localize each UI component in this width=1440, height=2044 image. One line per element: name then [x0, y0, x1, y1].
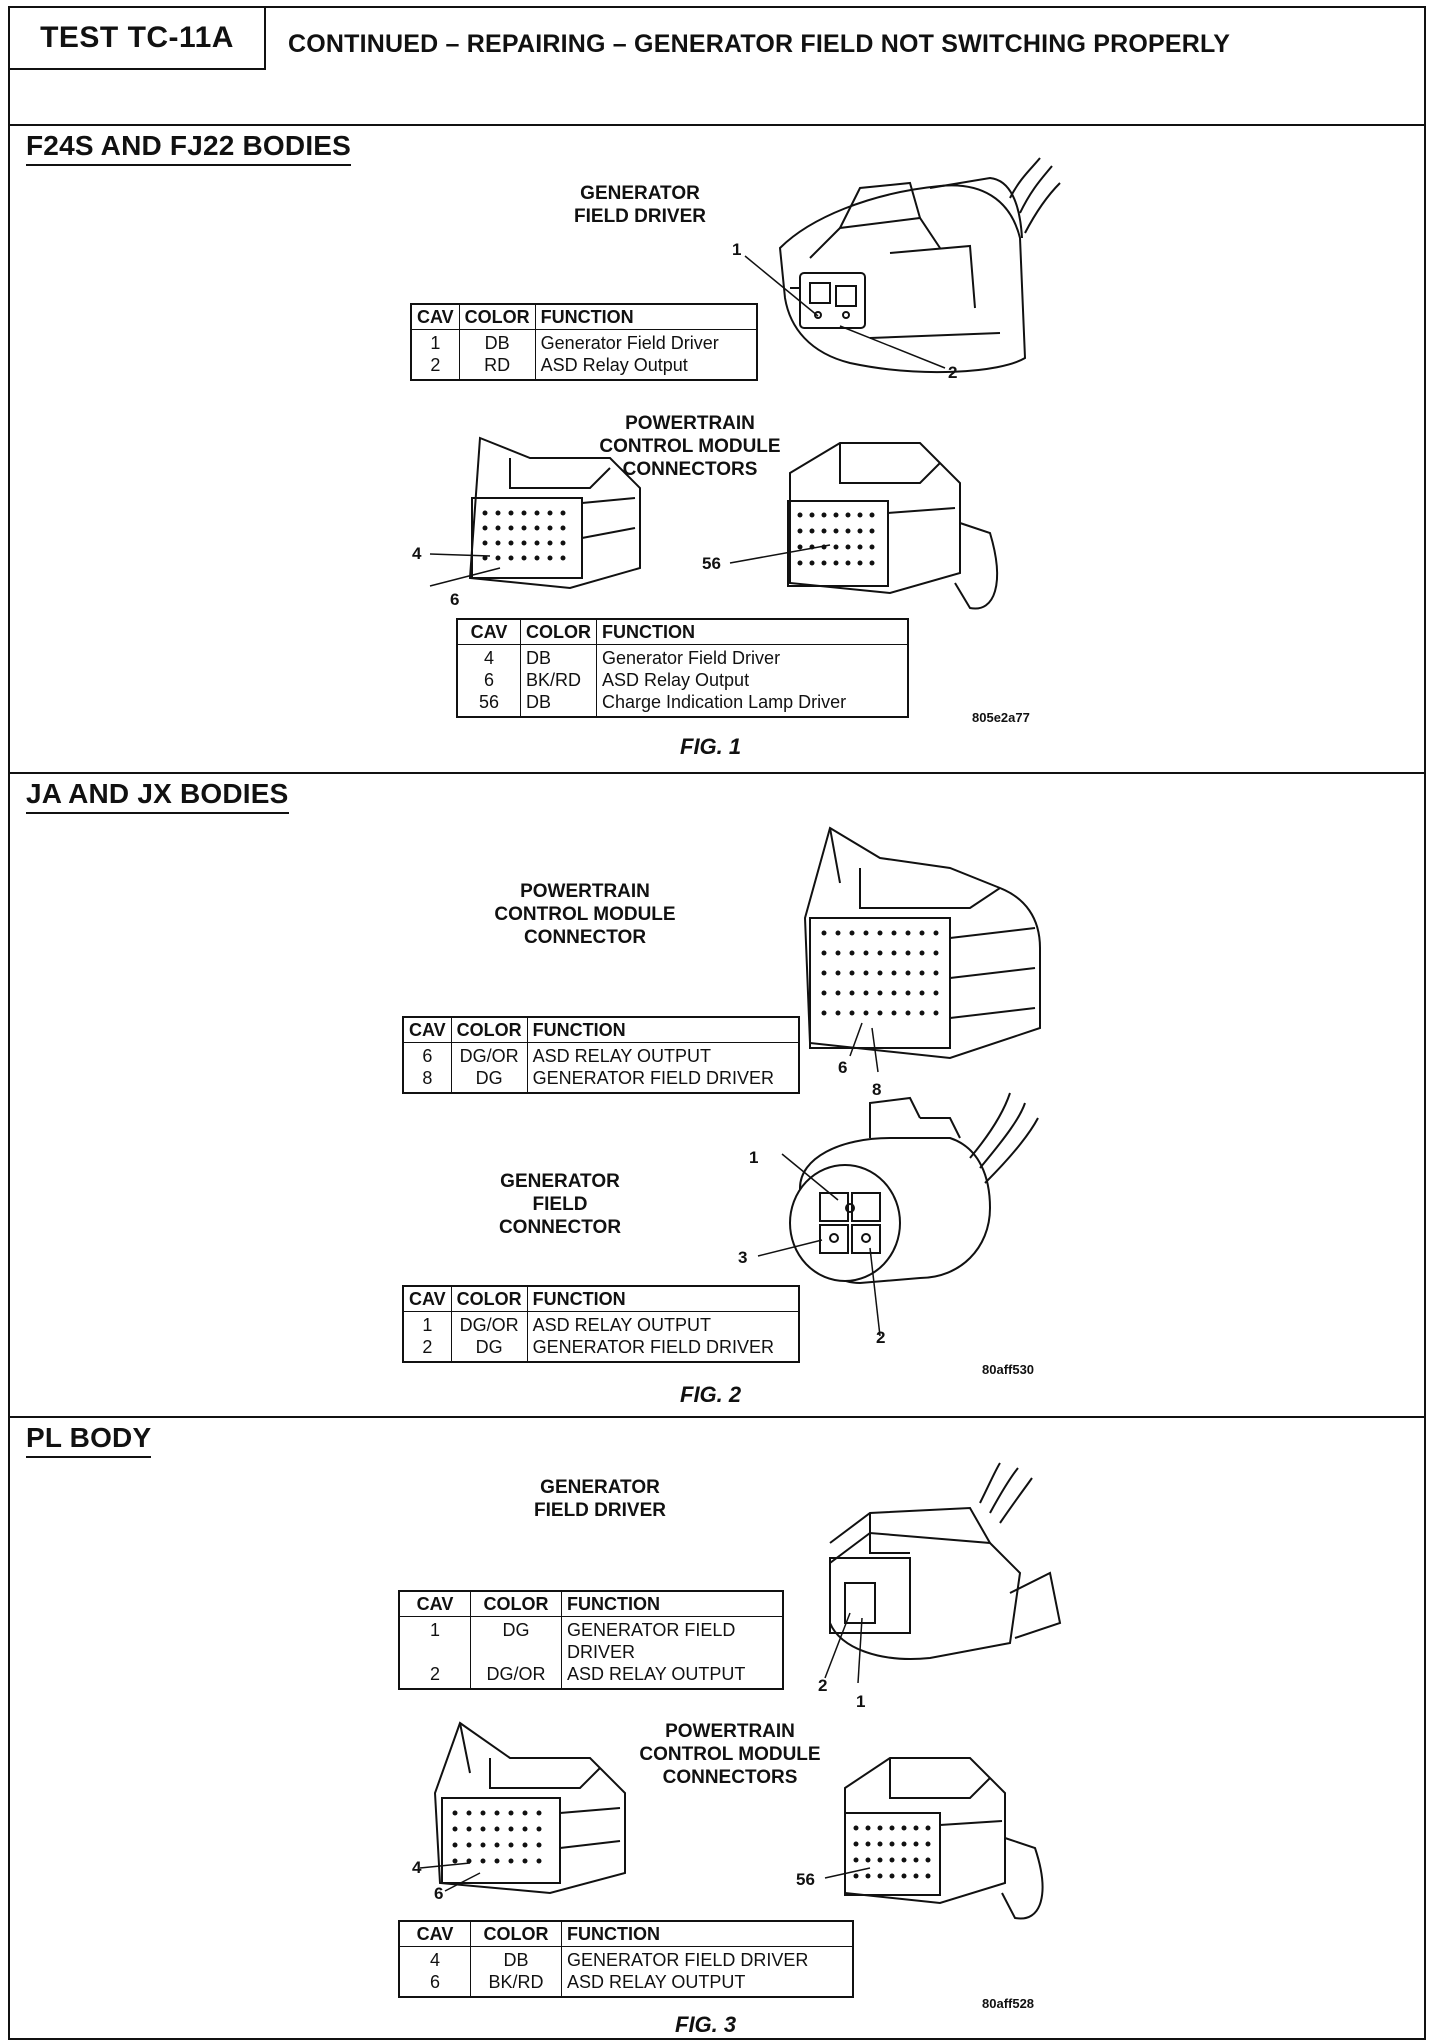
- table-header: COLOR: [470, 1920, 562, 1947]
- table-header: CAV: [402, 1016, 452, 1043]
- figure-caption: FIG. 2: [680, 1382, 742, 1407]
- pin-label: 1: [732, 240, 742, 259]
- pcm-connector-illustration: [824, 1757, 1044, 1920]
- section-heading: JA AND JX BODIES: [26, 778, 289, 814]
- figure-code: 80aff530: [982, 1362, 1035, 1377]
- pin-label: 4: [412, 1858, 422, 1877]
- generator-connector-illustration: [778, 157, 1061, 374]
- generator-connector-illustration: [757, 1092, 1039, 1337]
- table-header: COLOR: [450, 1285, 528, 1312]
- callout-lines: [744, 255, 946, 369]
- table-header: CAV: [456, 618, 521, 645]
- callout-lines: [10, 8, 11, 9]
- pcm-connector-illustration: [429, 436, 641, 590]
- page-frame: TEST TC-11A CONTINUED – REPAIRING – GENE…: [8, 6, 1426, 2040]
- pin-label: 4: [412, 544, 422, 563]
- pin-label: 1: [749, 1148, 759, 1167]
- table-header: FUNCTION: [526, 1016, 800, 1043]
- section-heading: PL BODY: [26, 1422, 152, 1458]
- pin-label: 6: [434, 1884, 444, 1903]
- section-divider: [10, 772, 1424, 774]
- pin-label: 2: [876, 1328, 886, 1347]
- table-header: COLOR: [520, 618, 597, 645]
- table-header: FUNCTION: [526, 1285, 800, 1312]
- table-header: FUNCTION: [561, 1590, 784, 1617]
- pin-label: 56: [796, 1870, 815, 1889]
- table-header: CAV: [398, 1590, 471, 1617]
- section-divider: [10, 1416, 1424, 1418]
- test-id-box: TEST TC-11A: [10, 8, 266, 70]
- figure-caption: FIG. 3: [675, 2012, 737, 2037]
- table-header: COLOR: [450, 1016, 528, 1043]
- table-header: FUNCTION: [596, 618, 909, 645]
- section-heading: F24S AND FJ22 BODIES: [26, 130, 352, 166]
- table-header: FUNCTION: [561, 1920, 854, 1947]
- pin-label: 2: [818, 1676, 828, 1695]
- generator-connector-illustration: [824, 1462, 1062, 1684]
- pin-label: 3: [738, 1248, 748, 1267]
- pcm-connector-illustration: [729, 442, 998, 610]
- table-header: COLOR: [470, 1590, 562, 1617]
- figure-code: 805e2a77: [972, 710, 1030, 725]
- section-divider: [10, 124, 1424, 126]
- pin-label: 1: [856, 1692, 866, 1711]
- table-header: COLOR: [458, 303, 536, 330]
- pin-label: 6: [838, 1058, 848, 1077]
- pcm-connector-illustration: [419, 1721, 626, 1895]
- figure-caption: FIG. 1: [680, 734, 742, 759]
- pcm-connector-illustration: [803, 826, 1041, 1073]
- pin-label: 6: [450, 590, 460, 609]
- pin-label: 8: [872, 1080, 882, 1099]
- pin-label: 56: [702, 554, 721, 573]
- table-header: CAV: [410, 303, 460, 330]
- page-title: CONTINUED – REPAIRING – GENERATOR FIELD …: [288, 30, 1231, 58]
- pin-label: 2: [948, 363, 958, 382]
- figure-code: 80aff528: [982, 1996, 1035, 2011]
- table-header: FUNCTION: [534, 303, 758, 330]
- test-id: TEST TC-11A: [40, 21, 234, 54]
- table-header: CAV: [402, 1285, 452, 1312]
- table-header: CAV: [398, 1920, 471, 1947]
